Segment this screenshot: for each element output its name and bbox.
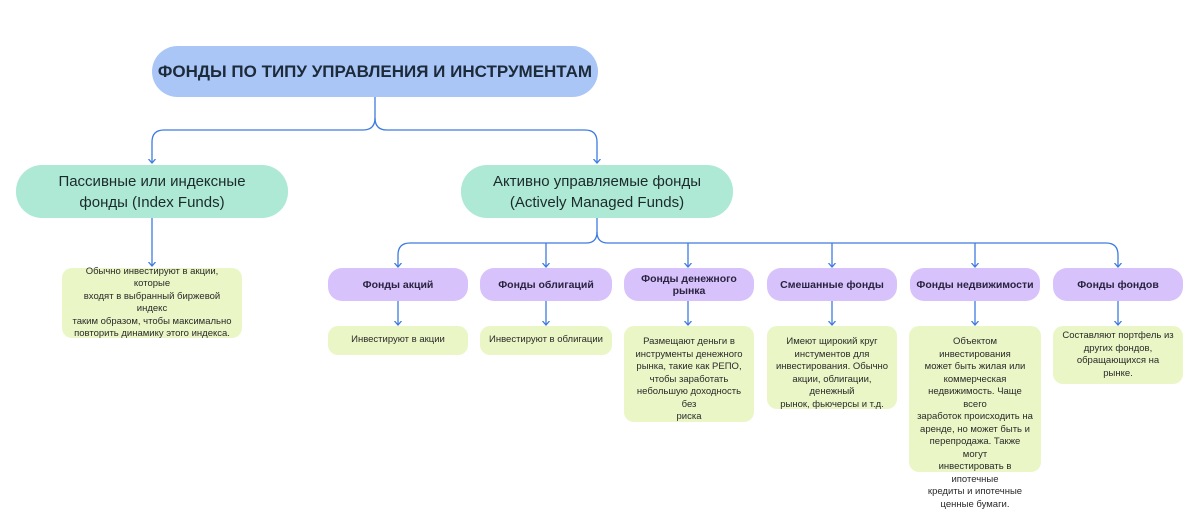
fund-real-estate-description-text: Объектом инвестирования может быть жилая… bbox=[917, 336, 1033, 510]
passive-description: Обычно инвестируют в акции, которые вход… bbox=[62, 265, 242, 340]
fund-of-funds-description: Составляют портфель из других фондов, об… bbox=[1053, 326, 1183, 384]
fund-bonds-description: Инвестируют в облигации bbox=[480, 326, 612, 355]
fund-of-funds-node: Фонды фондов bbox=[1053, 268, 1183, 301]
fund-mixed-description-text: Имеют щирокий круг инстументов для инвес… bbox=[775, 336, 889, 410]
passive-description-text: Обычно инвестируют в акции, которые вход… bbox=[72, 265, 232, 340]
fund-stocks-node: Фонды акций bbox=[328, 268, 468, 301]
fund-of-funds-label: Фонды фондов bbox=[1077, 278, 1159, 291]
passive-funds-node: Пассивные или индексные фонды (Index Fun… bbox=[16, 165, 288, 218]
fund-mixed-label: Смешанные фонды bbox=[780, 278, 884, 291]
fund-bonds-node: Фонды облигаций bbox=[480, 268, 612, 301]
fund-real-estate-node: Фонды недвижимости bbox=[910, 268, 1040, 301]
passive-funds-label: Пассивные или индексные фонды (Index Fun… bbox=[58, 172, 246, 211]
fund-bonds-label: Фонды облигаций bbox=[498, 278, 594, 291]
root-node: ФОНДЫ ПО ТИПУ УПРАВЛЕНИЯ И ИНСТРУМЕНТАМ bbox=[152, 46, 598, 97]
fund-stocks-description: Инвестируют в акции bbox=[328, 326, 468, 355]
active-connector bbox=[398, 218, 598, 267]
fund-money-market-description: Размещают деньги в инструменты денежного… bbox=[624, 326, 754, 422]
fund-money-market-description-text: Размещают деньги в инструменты денежного… bbox=[635, 336, 743, 422]
fund-real-estate-description: Объектом инвестирования может быть жилая… bbox=[909, 326, 1041, 510]
fund-money-market-node: Фонды денежного рынка bbox=[624, 268, 754, 301]
active-funds-label: Активно управляемые фонды (Actively Mana… bbox=[492, 172, 701, 211]
fund-real-estate-label: Фонды недвижимости bbox=[916, 278, 1034, 291]
root-connector bbox=[152, 97, 376, 163]
fund-of-funds-description-text: Составляют портфель из других фондов, об… bbox=[1062, 330, 1174, 379]
fund-mixed-node: Смешанные фонды bbox=[767, 268, 897, 301]
fund-money-market-label: Фонды денежного рынка bbox=[641, 272, 737, 297]
root-title: ФОНДЫ ПО ТИПУ УПРАВЛЕНИЯ И ИНСТРУМЕНТАМ bbox=[157, 61, 593, 81]
fund-stocks-description-text: Инвестируют в акции bbox=[351, 334, 445, 346]
active-funds-node: Активно управляемые фонды (Actively Mana… bbox=[461, 165, 733, 218]
fund-stocks-label: Фонды акций bbox=[362, 278, 434, 291]
fund-mixed-description: Имеют щирокий круг инстументов для инвес… bbox=[767, 326, 897, 410]
fund-bonds-description-text: Инвестируют в облигации bbox=[489, 334, 603, 346]
